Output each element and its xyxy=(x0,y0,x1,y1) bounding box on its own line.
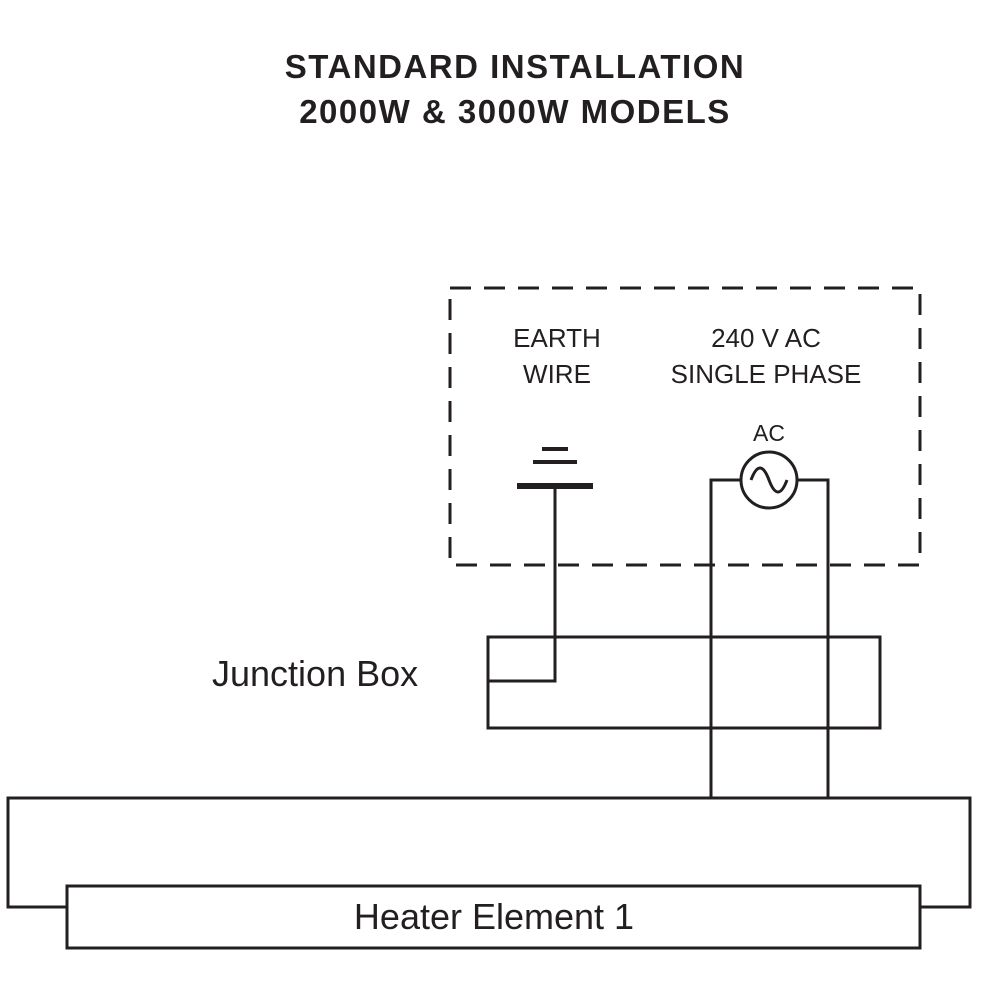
junction-box-outline xyxy=(486,635,882,730)
heater-loop-wire xyxy=(6,796,972,909)
earth-ground-icon xyxy=(517,447,593,489)
earth-wire xyxy=(488,488,557,683)
supply-phase-label: 240 V AC SINGLE PHASE xyxy=(671,323,862,389)
earth-wire-label-line1: EARTH xyxy=(513,323,601,353)
supply-phase-label-line2: SINGLE PHASE xyxy=(671,359,862,389)
junction-box-label: Junction Box xyxy=(212,653,418,694)
ac-source-symbol: AC xyxy=(739,420,799,510)
page-title-line1: STANDARD INSTALLATION xyxy=(285,48,745,85)
earth-wire-label-line2: WIRE xyxy=(523,359,591,389)
heater-element-label: Heater Element 1 xyxy=(354,896,634,937)
page-title: STANDARD INSTALLATION 2000W & 3000W MODE… xyxy=(285,48,745,130)
live-wire-left xyxy=(709,478,741,798)
earth-wire-label: EARTH WIRE xyxy=(513,323,601,389)
page-title-line2: 2000W & 3000W MODELS xyxy=(299,93,731,130)
supply-phase-label-line1: 240 V AC xyxy=(711,323,821,353)
ac-sine-icon xyxy=(749,466,789,494)
live-wire-right xyxy=(797,478,830,798)
heater-element-box xyxy=(65,884,922,950)
ac-source-label: AC xyxy=(753,420,785,446)
